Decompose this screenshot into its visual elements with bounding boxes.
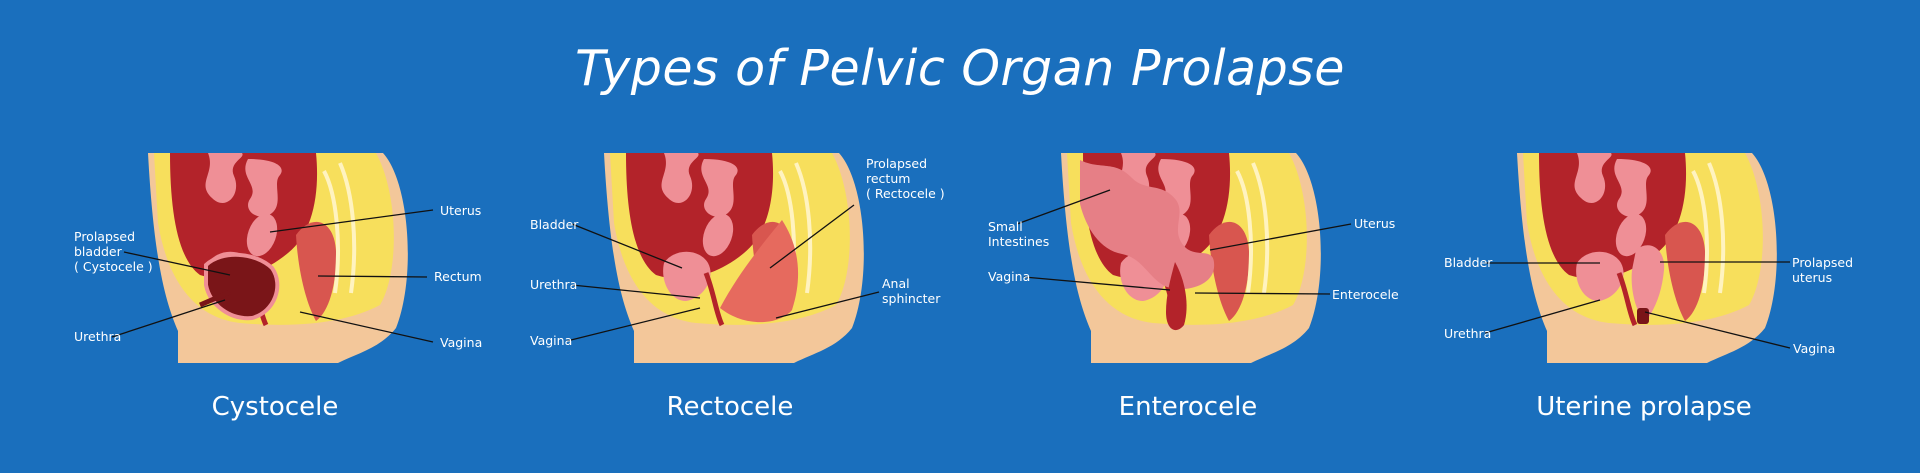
label-enterocele: Enterocele <box>1332 287 1399 302</box>
label-bladder: Bladder <box>1444 255 1493 270</box>
label-anal-sphincter: Anal sphincter <box>882 276 941 306</box>
label-rectum: Rectum <box>434 269 482 284</box>
label-small-intestines: Small Intestines <box>988 219 1050 249</box>
label-urethra: Urethra <box>74 329 122 344</box>
label-vagina: Vagina <box>1793 341 1836 356</box>
caption-rectocele: Rectocele <box>666 392 794 422</box>
enterocele-diagram <box>1061 153 1321 363</box>
label-prolapsed-bladder: Prolapsed bladder ( Cystocele ) <box>74 229 153 274</box>
rectocele-diagram <box>604 153 864 363</box>
label-prolapsed-uterus: Prolapsed uterus <box>1792 255 1854 285</box>
cystocele-diagram <box>148 153 408 363</box>
uterine-prolapse-diagram <box>1517 153 1777 363</box>
label-bladder: Bladder <box>530 217 579 232</box>
label-prolapsed-rectum: Prolapsed rectum ( Rectocele ) <box>866 156 945 201</box>
leader-lines <box>111 189 1791 349</box>
caption-uterine-prolapse: Uterine prolapse <box>1536 392 1752 422</box>
label-uterus: Uterus <box>440 203 482 218</box>
page-title: Types of Pelvic Organ Prolapse <box>575 40 1345 97</box>
label-uterus: Uterus <box>1354 216 1396 231</box>
label-vagina: Vagina <box>988 269 1031 284</box>
label-vagina: Vagina <box>530 333 573 348</box>
label-vagina: Vagina <box>440 335 483 350</box>
label-urethra: Urethra <box>530 277 578 292</box>
caption-enterocele: Enterocele <box>1118 392 1258 422</box>
label-urethra: Urethra <box>1444 326 1492 341</box>
caption-cystocele: Cystocele <box>211 392 339 422</box>
